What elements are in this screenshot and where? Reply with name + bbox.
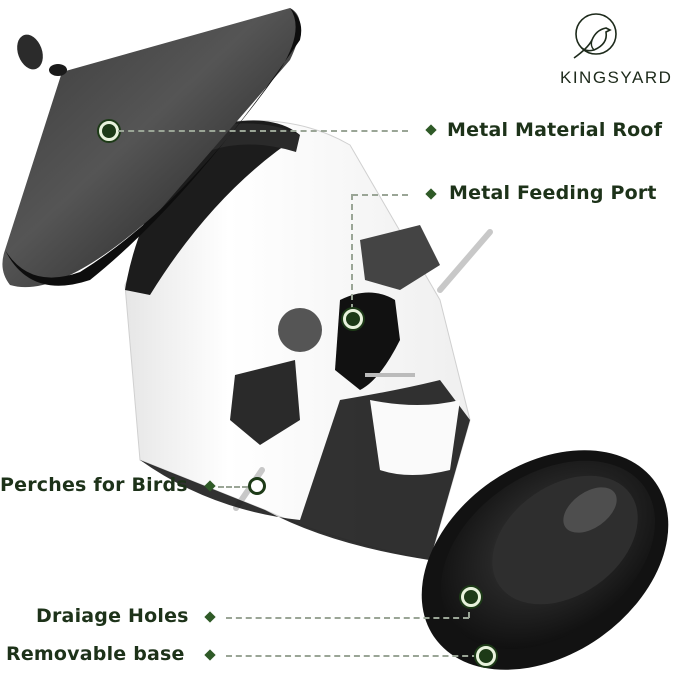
feeder-tube bbox=[124, 120, 493, 561]
base-marker bbox=[476, 646, 496, 666]
callout-feeding-port: Metal Feeding Port bbox=[449, 182, 657, 204]
brand-name: KINGSYARD bbox=[560, 68, 673, 87]
feeding-port-marker bbox=[343, 309, 363, 329]
drainage-marker bbox=[461, 587, 481, 607]
callout-removable-base: Removable base bbox=[6, 643, 185, 665]
callout-drainage-holes: Draiage Holes bbox=[36, 605, 189, 627]
feeder-base bbox=[421, 450, 669, 670]
base-leader-line bbox=[226, 655, 478, 657]
callout-perches: Perches for Birds bbox=[0, 474, 188, 496]
roof-leader-line bbox=[118, 130, 408, 132]
roof-marker bbox=[99, 121, 119, 141]
drainage-leader-line bbox=[226, 617, 469, 619]
perches-leader-line bbox=[218, 486, 248, 488]
feeding-port-leader-line bbox=[352, 194, 408, 196]
feeder-roof bbox=[2, 8, 302, 288]
feeding-port-leader-vertical bbox=[351, 194, 353, 310]
drainage-leader-vertical bbox=[468, 600, 470, 618]
callout-roof: Metal Material Roof bbox=[447, 119, 663, 141]
bird-in-circle-icon bbox=[573, 13, 617, 59]
perches-marker bbox=[248, 477, 266, 495]
